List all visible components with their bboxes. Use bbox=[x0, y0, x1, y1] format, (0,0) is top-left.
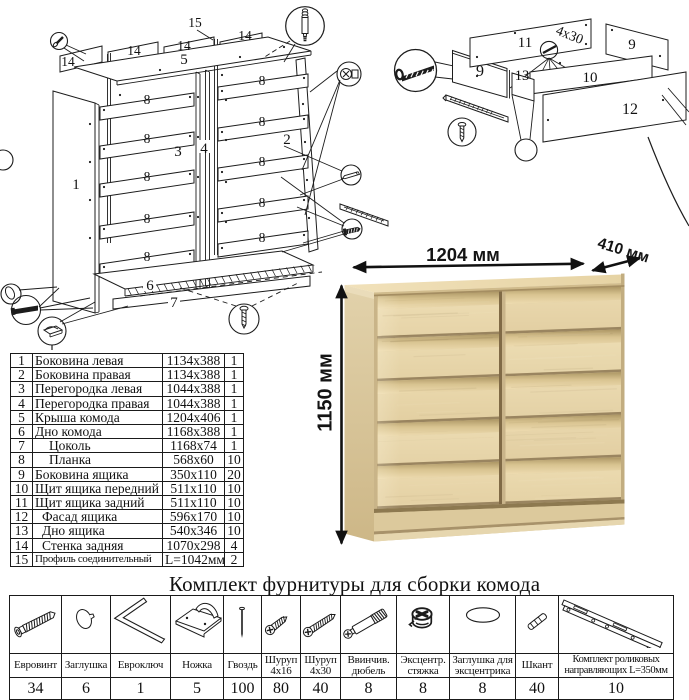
svg-text:8: 8 bbox=[259, 73, 266, 88]
svg-text:14: 14 bbox=[177, 38, 191, 53]
svg-text:8: 8 bbox=[144, 249, 151, 264]
svg-text:8: 8 bbox=[144, 211, 151, 226]
svg-text:13: 13 bbox=[515, 68, 530, 84]
svg-text:1150 мм: 1150 мм bbox=[314, 353, 336, 432]
svg-text:9: 9 bbox=[476, 63, 484, 80]
svg-text:2: 2 bbox=[283, 132, 291, 148]
svg-text:15: 15 bbox=[188, 15, 202, 30]
svg-text:7: 7 bbox=[170, 295, 178, 311]
svg-text:14: 14 bbox=[127, 43, 141, 58]
svg-text:11: 11 bbox=[518, 35, 532, 51]
svg-text:1: 1 bbox=[72, 177, 80, 193]
svg-text:8: 8 bbox=[259, 114, 266, 129]
svg-text:6: 6 bbox=[146, 278, 154, 294]
svg-text:8: 8 bbox=[144, 131, 151, 146]
svg-text:10: 10 bbox=[583, 70, 598, 86]
svg-text:14: 14 bbox=[61, 54, 75, 69]
svg-text:8: 8 bbox=[259, 154, 266, 169]
svg-text:1204 мм: 1204 мм bbox=[426, 244, 500, 265]
svg-text:8: 8 bbox=[259, 195, 266, 210]
svg-text:5: 5 bbox=[180, 52, 188, 68]
svg-text:3: 3 bbox=[174, 144, 182, 160]
svg-text:14: 14 bbox=[238, 28, 252, 43]
svg-text:8: 8 bbox=[144, 169, 151, 184]
svg-text:8: 8 bbox=[144, 92, 151, 107]
svg-text:9: 9 bbox=[628, 37, 636, 53]
svg-text:12: 12 bbox=[622, 101, 638, 118]
svg-text:8: 8 bbox=[259, 230, 266, 245]
svg-text:4: 4 bbox=[200, 141, 208, 157]
